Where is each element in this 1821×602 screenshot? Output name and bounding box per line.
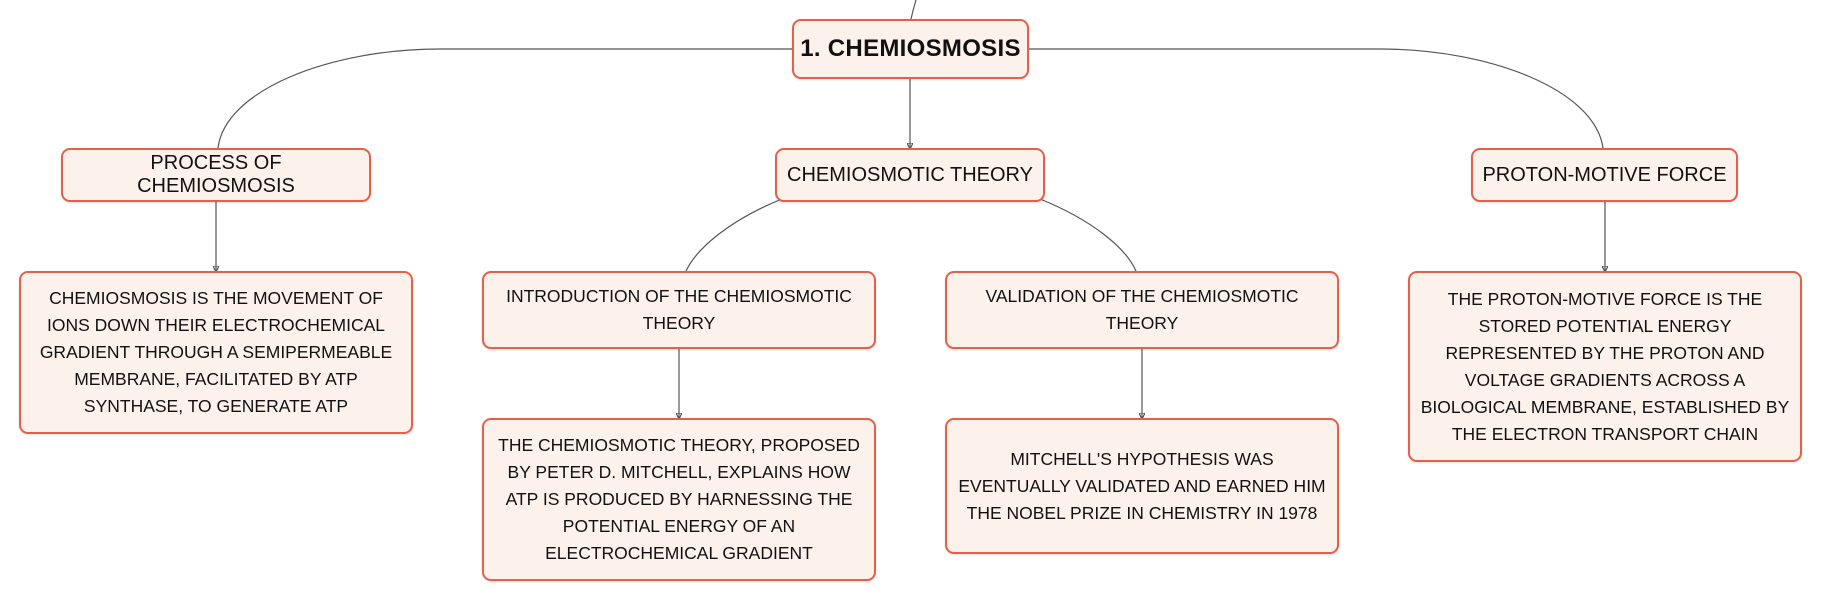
detail-introduction-of-theory[interactable]: THE CHEMIOSMOTIC THEORY, PROPOSED BY PET…	[482, 418, 876, 581]
detail-text: THE CHEMIOSMOTIC THEORY, PROPOSED BY PET…	[498, 435, 860, 563]
detail-proton-motive-force[interactable]: THE PROTON-MOTIVE FORCE IS THE STORED PO…	[1408, 271, 1802, 462]
subtopic-label: INTRODUCTION OF THE CHEMIOSMOTIC THEORY	[506, 286, 852, 333]
root-topic-label: 1. CHEMIOSMOSIS	[800, 35, 1021, 62]
topic-proton-motive-force[interactable]: PROTON-MOTIVE FORCE	[1471, 148, 1738, 202]
subtopic-introduction-of-theory[interactable]: INTRODUCTION OF THE CHEMIOSMOTIC THEORY	[482, 271, 876, 349]
root-topic-node[interactable]: 1. CHEMIOSMOSIS	[792, 19, 1029, 79]
detail-text: THE PROTON-MOTIVE FORCE IS THE STORED PO…	[1420, 288, 1790, 444]
detail-text: CHEMIOSMOSIS IS THE MOVEMENT OF IONS DOW…	[39, 288, 393, 416]
detail-process-of-chemiosmosis[interactable]: CHEMIOSMOSIS IS THE MOVEMENT OF IONS DOW…	[19, 271, 413, 434]
connector-parent-to-root	[910, 0, 917, 20]
connector-theory-to-introduction	[685, 198, 783, 272]
topic-label: PROTON-MOTIVE FORCE	[1482, 163, 1727, 186]
connector-theory-to-validation	[1039, 198, 1137, 272]
subtopic-label: VALIDATION OF THE CHEMIOSMOTIC THEORY	[985, 286, 1299, 333]
connector-root-to-pmf	[1029, 48, 1604, 149]
topic-label: CHEMIOSMOTIC THEORY	[787, 163, 1033, 186]
topic-chemiosmotic-theory[interactable]: CHEMIOSMOTIC THEORY	[775, 148, 1045, 202]
topic-label: PROCESS OF CHEMIOSMOSIS	[137, 152, 295, 197]
connector-root-to-process	[217, 48, 792, 149]
detail-text: MITCHELL'S HYPOTHESIS WAS EVENTUALLY VAL…	[958, 448, 1326, 523]
subtopic-validation-of-theory[interactable]: VALIDATION OF THE CHEMIOSMOTIC THEORY	[945, 271, 1339, 349]
topic-process-of-chemiosmosis[interactable]: PROCESS OF CHEMIOSMOSIS	[61, 148, 371, 202]
detail-validation-of-theory[interactable]: MITCHELL'S HYPOTHESIS WAS EVENTUALLY VAL…	[945, 418, 1339, 554]
